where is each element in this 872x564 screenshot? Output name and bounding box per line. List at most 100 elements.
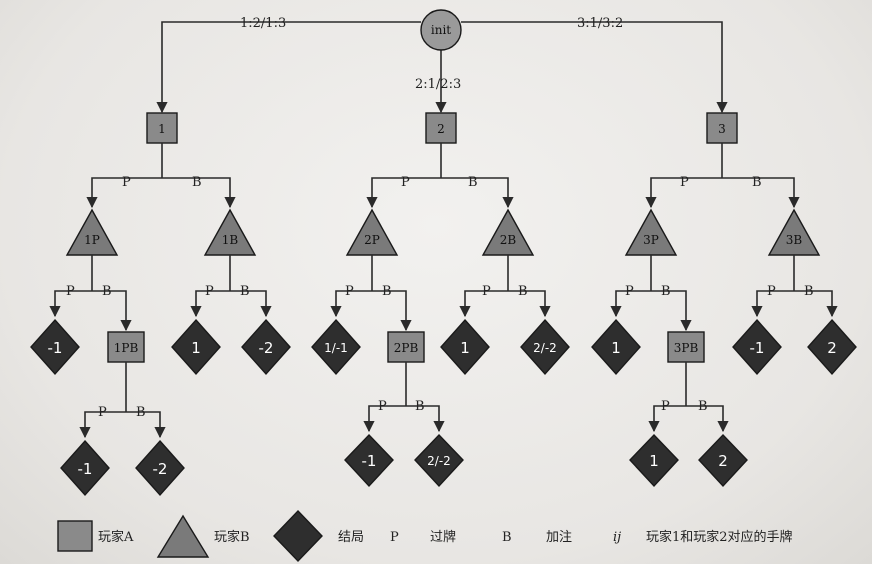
action-label-3PB-B: B xyxy=(698,399,708,414)
player-b-node-3P: 3P xyxy=(624,208,678,256)
edge-2P-to-2PB xyxy=(372,290,412,332)
outcome-2PB-P: -1 xyxy=(344,433,394,488)
outcome-3B-B: 2 xyxy=(807,318,857,376)
outcome-1B-P: 1 xyxy=(171,318,221,376)
legend-b-text: 加注 xyxy=(546,530,572,545)
player-a-node-2: 2 xyxy=(425,112,457,144)
action-label-1B-P: P xyxy=(205,284,214,299)
action-label-3PB-P: P xyxy=(661,399,670,414)
action-label-1-P: P xyxy=(122,175,131,190)
player-a-node-2-label: 2 xyxy=(437,122,445,136)
player-a-node-1: 1 xyxy=(146,112,178,144)
edge-3B-to-leaf-B xyxy=(794,290,838,318)
edge-2PB-to-leaf-B xyxy=(406,405,445,433)
outcome-3B-B-value: 2 xyxy=(827,339,837,357)
action-label-3-B: B xyxy=(752,175,762,190)
action-label-3B-P: P xyxy=(767,284,776,299)
edge-1B-to-leaf-P xyxy=(190,290,230,318)
player-b-node-2P-label: 2P xyxy=(364,233,380,247)
player-b-node-1P: 1P xyxy=(65,208,119,256)
action-label-2PB-B: B xyxy=(415,399,425,414)
root-branch-label-2: 2:1/2:3 xyxy=(415,77,461,92)
player-a-node-3: 3 xyxy=(706,112,738,144)
outcome-3PB-P: 1 xyxy=(629,433,679,488)
legend-ij-text: 玩家1和玩家2对应的手牌 xyxy=(646,529,793,545)
action-label-2P-B: B xyxy=(382,284,392,299)
edge-1PB-to-leaf-B xyxy=(126,411,166,439)
outcome-1P-P: -1 xyxy=(30,318,80,376)
outcome-1B-B: -2 xyxy=(241,318,291,376)
outcome-2B-B: 2/-2 xyxy=(520,318,570,376)
player-b-node-1B: 1B xyxy=(203,208,257,256)
edge-root-to-1 xyxy=(156,21,421,114)
outcome-3PB-B-value: 2 xyxy=(718,452,728,470)
legend-outcome-text: 结局 xyxy=(338,530,364,545)
outcome-2PB-B-value: 2/-2 xyxy=(427,454,451,468)
legend-ij-symbol: ij xyxy=(613,530,621,545)
player-a-node-1-label: 1 xyxy=(158,122,166,136)
player-b-node-3B: 3B xyxy=(767,208,821,256)
player-b-node-1B-label: 1B xyxy=(222,233,239,247)
outcome-2B-P-value: 1 xyxy=(460,339,470,357)
action-label-3B-B: B xyxy=(804,284,814,299)
action-label-1PB-P: P xyxy=(98,405,107,420)
outcome-1PB-P-value: -1 xyxy=(78,460,93,478)
player-a-node-3-label: 3 xyxy=(718,122,726,136)
legend-b-symbol: B xyxy=(502,530,512,545)
action-label-2PB-P: P xyxy=(378,399,387,414)
action-label-3P-P: P xyxy=(625,284,634,299)
player-a-node-1PB: 1PB xyxy=(107,331,145,363)
outcome-1PB-B: -2 xyxy=(135,439,185,497)
root-node: init xyxy=(420,9,462,51)
player-b-node-2P: 2P xyxy=(345,208,399,256)
edge-2-to-2P xyxy=(366,177,441,209)
root-node-label: init xyxy=(431,23,451,37)
action-label-2-B: B xyxy=(468,175,478,190)
legend-player-a-text: 玩家A xyxy=(98,529,134,545)
action-label-1P-B: B xyxy=(102,284,112,299)
player-b-node-3P-label: 3P xyxy=(643,233,659,247)
outcome-1B-P-value: 1 xyxy=(191,339,201,357)
action-label-2-P: P xyxy=(401,175,410,190)
player-a-node-3PB-label: 3PB xyxy=(674,341,699,355)
edge-2B-to-leaf-P xyxy=(459,290,508,318)
player-a-node-1PB-label: 1PB xyxy=(114,341,139,355)
legend: 玩家A 玩家B 结局 P 过牌 B 加注 ij 玩家1和玩家2对应的手牌 xyxy=(57,509,793,563)
outcome-2P-P-value: 1/-1 xyxy=(324,341,348,355)
player-b-node-3B-label: 3B xyxy=(786,233,803,247)
outcome-3PB-P-value: 1 xyxy=(649,452,659,470)
outcome-3PB-B: 2 xyxy=(698,433,748,488)
outcome-3B-P: -1 xyxy=(732,318,782,376)
outcome-2PB-B: 2/-2 xyxy=(414,433,464,488)
edge-1P-to-1PB xyxy=(92,290,132,332)
action-label-3-P: P xyxy=(680,175,689,190)
edge-2-to-2B xyxy=(441,177,514,209)
edge-3P-to-leaf xyxy=(610,290,651,318)
edge-1-to-1P xyxy=(86,177,162,209)
action-label-1-B: B xyxy=(192,175,202,190)
edge-2PB-to-leaf-P xyxy=(363,405,406,433)
player-a-node-2PB: 2PB xyxy=(387,331,425,363)
outcome-1PB-B-value: -2 xyxy=(153,460,168,478)
action-label-3P-B: B xyxy=(661,284,671,299)
outcome-2B-B-value: 2/-2 xyxy=(533,341,557,355)
edge-3PB-to-leaf-P xyxy=(648,405,686,433)
action-label-2P-P: P xyxy=(345,284,354,299)
edge-3B-to-leaf-P xyxy=(751,290,794,318)
root-branch-label-1: 1:2/1:3 xyxy=(240,16,286,31)
player-b-node-2B: 2B xyxy=(481,208,535,256)
player-a-node-3PB: 3PB xyxy=(667,331,705,363)
outcome-1PB-P: -1 xyxy=(60,439,110,497)
edge-1PB-to-leaf-P xyxy=(79,411,126,439)
legend-player-b-swatch xyxy=(156,514,210,558)
outcome-1B-B-value: -2 xyxy=(259,339,274,357)
action-label-1PB-B: B xyxy=(136,405,146,420)
legend-p-symbol: P xyxy=(390,530,399,545)
edge-3P-to-3PB xyxy=(651,290,692,332)
player-b-node-2B-label: 2B xyxy=(500,233,517,247)
legend-outcome-swatch xyxy=(273,509,323,563)
edge-2B-to-leaf-B xyxy=(508,290,551,318)
outcome-1P-P-value: -1 xyxy=(48,339,63,357)
outcome-3B-P-value: -1 xyxy=(750,339,765,357)
